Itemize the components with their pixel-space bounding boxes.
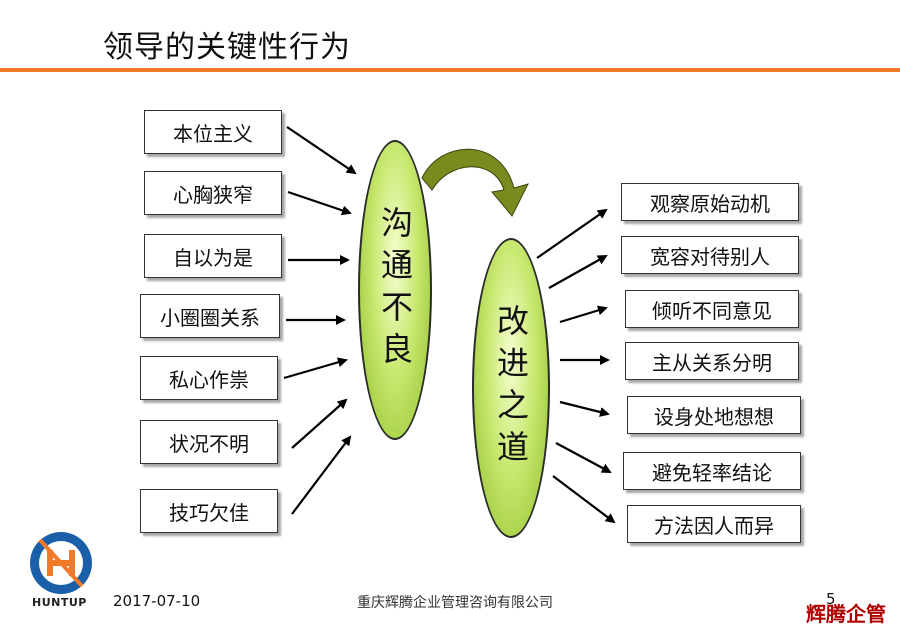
arrow-right-7	[552, 475, 616, 524]
left-item-5: 私心作祟	[140, 356, 278, 400]
right-item-2: 宽容对待别人	[621, 236, 799, 274]
right-item-1: 观察原始动机	[621, 183, 799, 221]
arrow-right-6	[555, 442, 612, 473]
arrow-right-3	[559, 305, 608, 324]
page-title: 领导的关键性行为	[103, 30, 351, 65]
curved-arrow-icon	[421, 148, 529, 217]
page-number: 5	[826, 590, 836, 608]
arrow-right-2	[548, 255, 608, 289]
title-underline	[0, 68, 900, 72]
arrow-left-7	[291, 435, 352, 515]
right-item-3: 倾听不同意见	[625, 290, 799, 328]
footer-company: 重庆辉腾企业管理咨询有限公司	[357, 595, 553, 611]
left-item-6: 状况不明	[140, 420, 278, 464]
center-right-label: 改进之道	[492, 304, 530, 472]
left-item-3: 自以为是	[144, 234, 282, 278]
right-item-4: 主从关系分明	[625, 342, 799, 380]
arrow-left-1	[286, 126, 357, 175]
arrow-left-2	[287, 190, 352, 216]
left-item-2: 心胸狭窄	[144, 171, 282, 215]
arrow-right-1	[536, 208, 608, 259]
arrow-left-5	[283, 357, 348, 380]
arrow-right-5	[559, 400, 610, 417]
center-left-label: 沟通不良	[376, 206, 414, 374]
right-item-7: 方法因人而异	[627, 505, 801, 543]
logo-text: HUNTUP	[32, 596, 87, 609]
center-ellipse-solution: 改进之道	[472, 238, 550, 538]
footer-date: 2017-07-10	[113, 592, 201, 610]
center-ellipse-problem: 沟通不良	[358, 140, 432, 440]
arrow-left-6	[291, 398, 348, 449]
right-item-6: 避免轻率结论	[623, 452, 801, 490]
left-item-1: 本位主义	[144, 110, 282, 154]
left-item-4: 小圈圈关系	[140, 294, 280, 338]
right-item-5: 设身处地想想	[627, 396, 801, 434]
brand-watermark: 辉腾企管	[806, 602, 886, 626]
huntup-logo-icon	[30, 532, 92, 594]
left-item-7: 技巧欠佳	[140, 489, 278, 533]
